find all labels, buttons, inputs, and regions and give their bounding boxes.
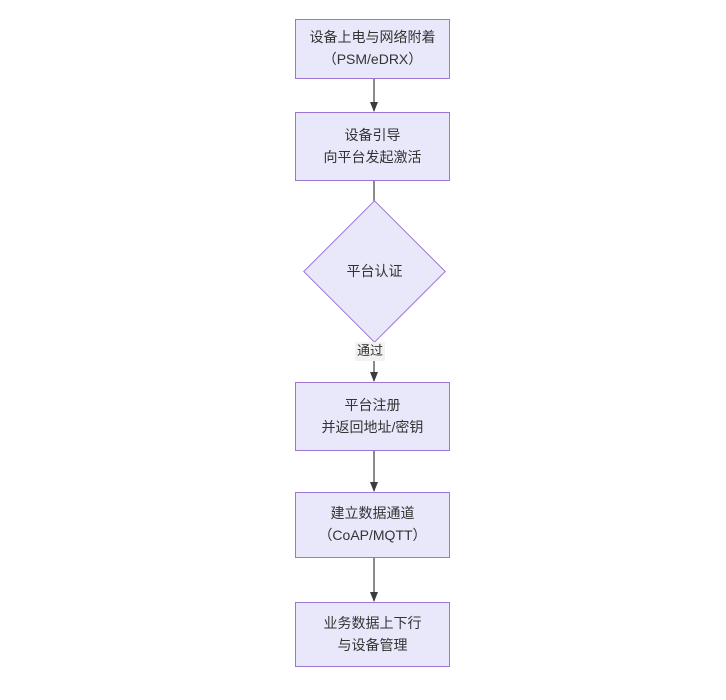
node-power-on[interactable]: 设备上电与网络附着 （PSM/eDRX） (295, 19, 450, 79)
node-data-channel[interactable]: 建立数据通道 （CoAP/MQTT） (295, 492, 450, 558)
node-platform-auth-label: 平台认证 (324, 221, 425, 322)
node-bootstrap-line-1: 设备引导 (344, 126, 401, 143)
node-business-data-line-1: 业务数据上下行 (323, 614, 422, 631)
node-power-on-line-2: （PSM/eDRX） (322, 51, 423, 67)
node-platform-register-line-1: 平台注册 (344, 396, 401, 413)
node-bootstrap[interactable]: 设备引导 向平台发起激活 (295, 112, 450, 181)
node-power-on-line-1: 设备上电与网络附着 (309, 29, 436, 46)
node-business-data-line-2: 与设备管理 (337, 636, 408, 653)
node-business-data[interactable]: 业务数据上下行 与设备管理 (295, 602, 450, 667)
node-data-channel-line-1: 建立数据通道 (330, 505, 415, 522)
node-platform-auth-line-1: 平台认证 (346, 262, 403, 279)
node-platform-register[interactable]: 平台注册 并返回地址/密钥 (295, 382, 450, 451)
node-bootstrap-line-2: 向平台发起激活 (323, 148, 422, 165)
node-data-channel-line-2: （CoAP/MQTT） (318, 527, 427, 543)
node-platform-register-line-2: 并返回地址/密钥 (321, 418, 424, 435)
edge-label-pass: 通过 (355, 342, 386, 361)
